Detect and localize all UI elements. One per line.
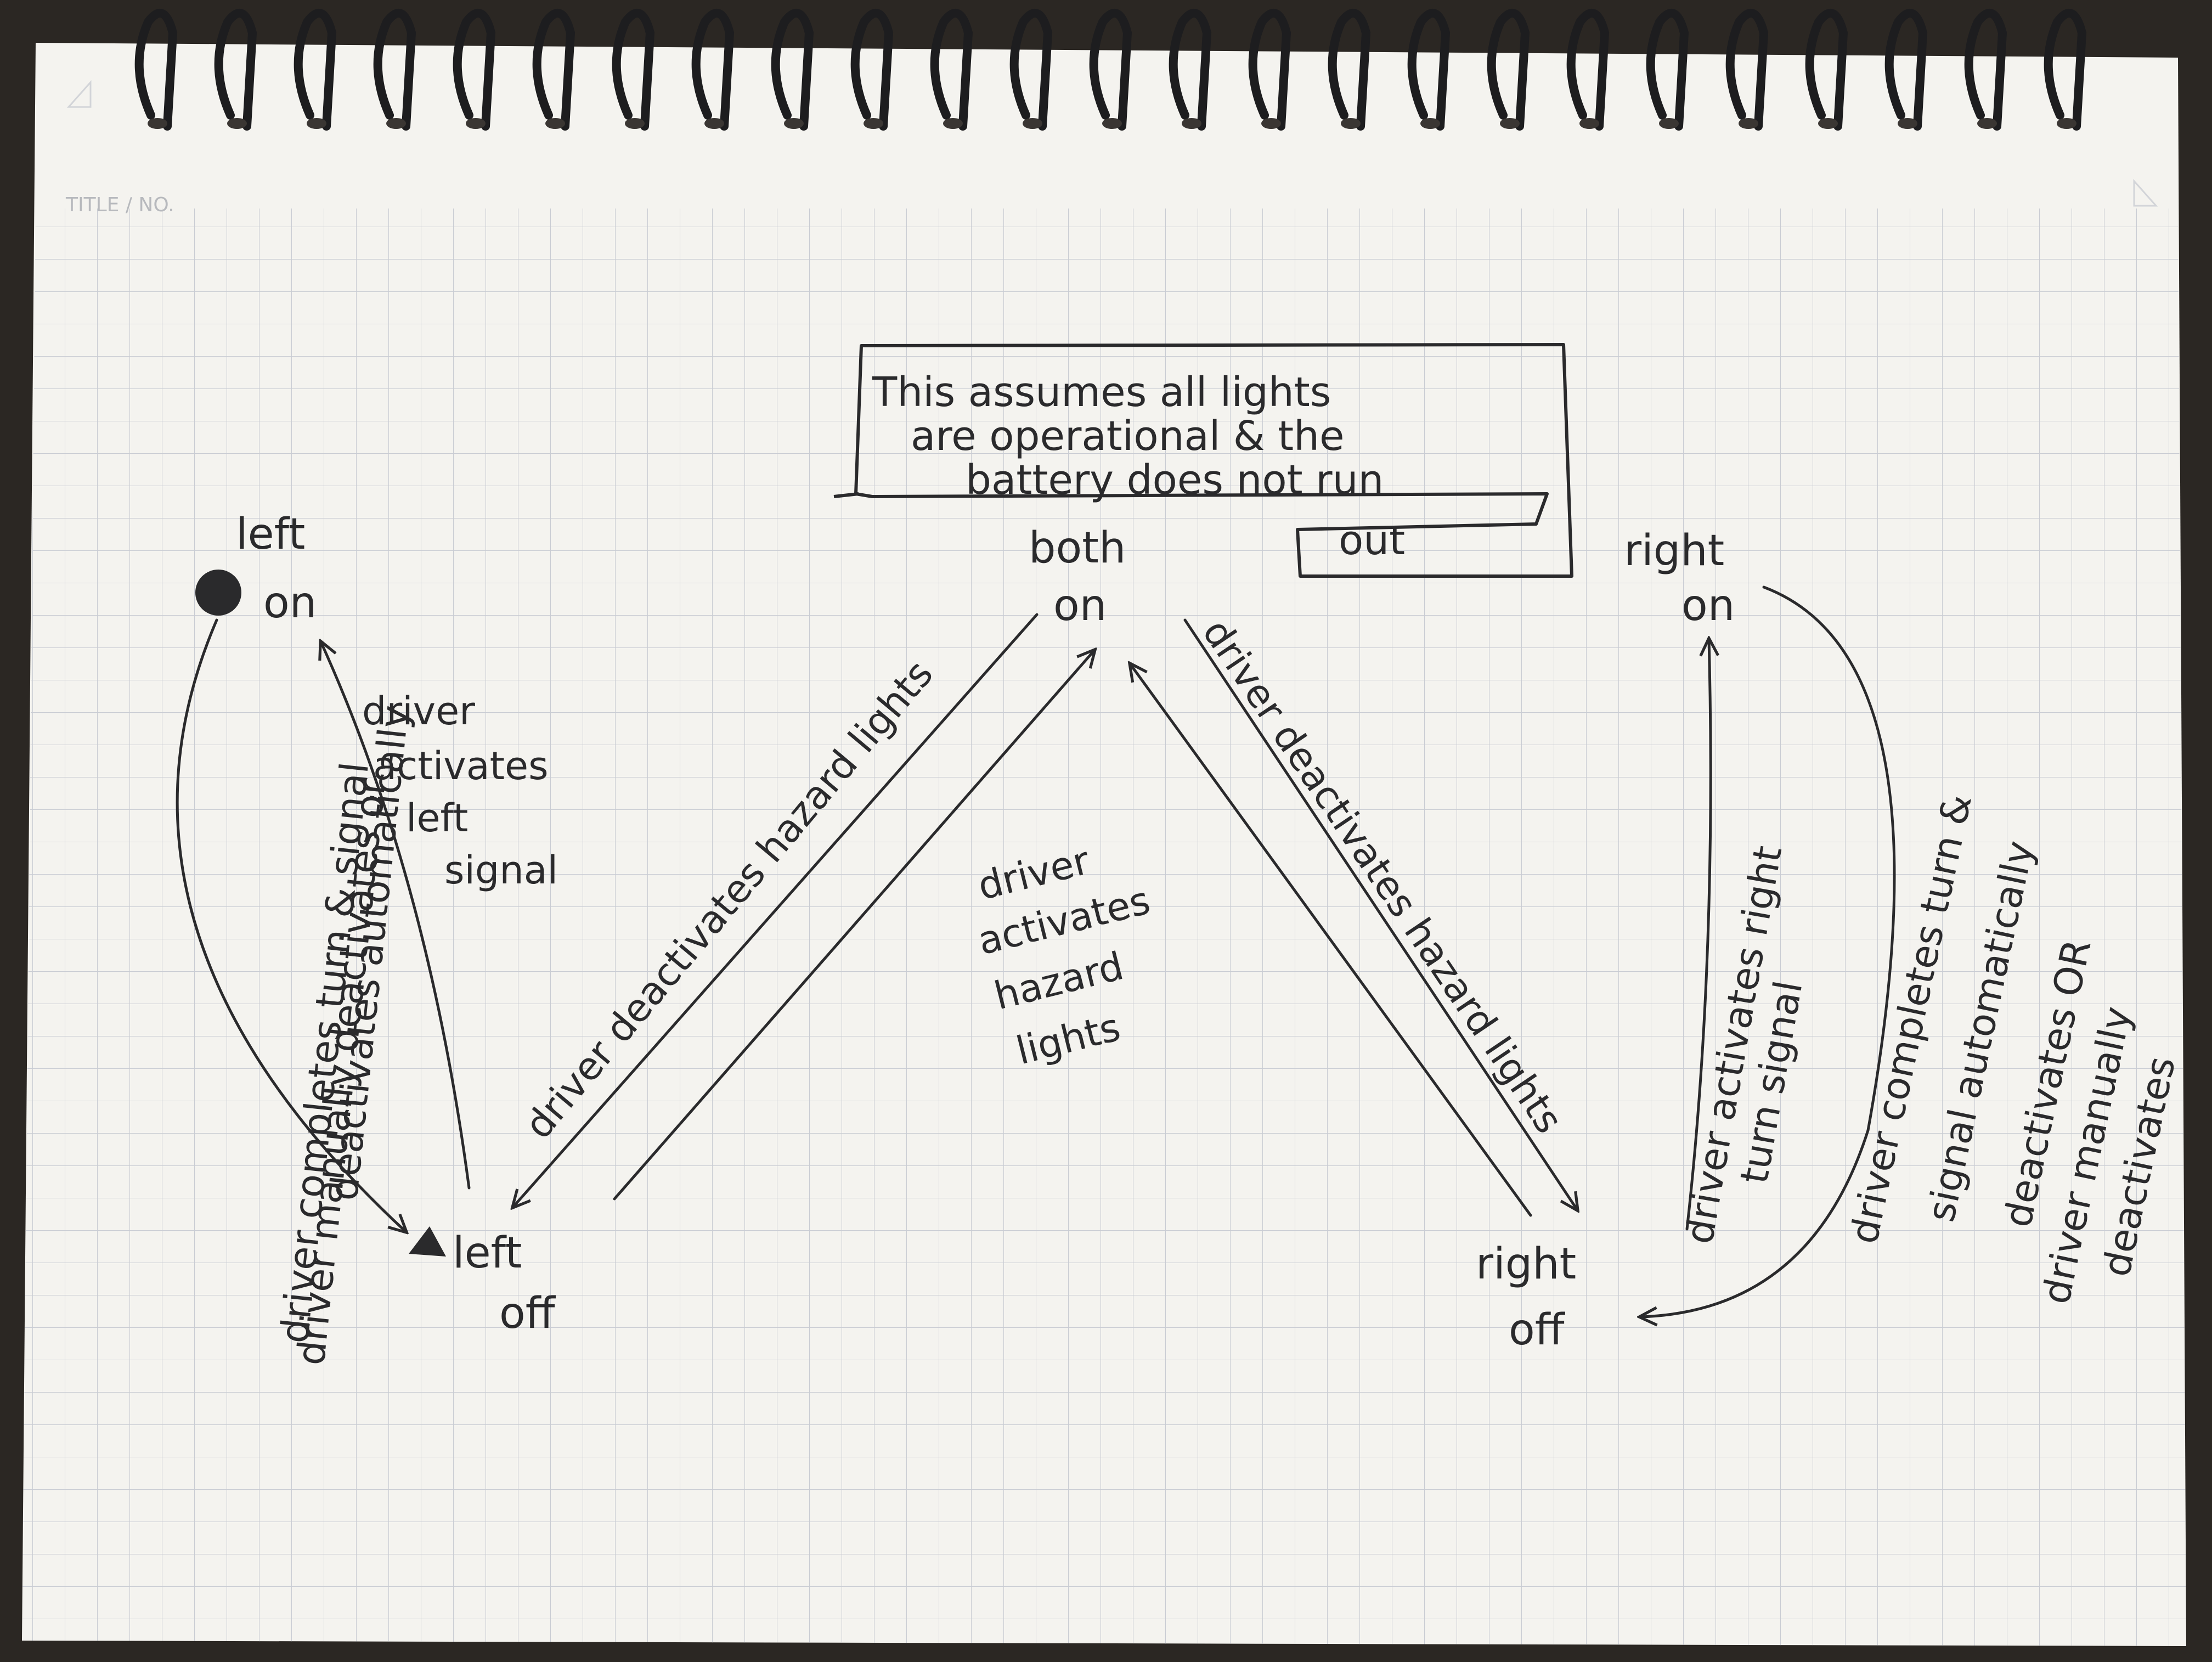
binding-hole [1739,118,1758,129]
binding-hole [386,118,406,129]
state-left-on: left on [195,510,317,628]
state-both-on-line2: on [1053,581,1107,630]
binding-ring [930,9,973,131]
state-right-on: right on [1624,526,1735,630]
label-left-activate-line2: activates [373,743,549,788]
binding-ring [294,9,337,131]
binding-hole [1261,118,1281,129]
binding-ring [1009,9,1053,131]
note-line-3: battery does not run [966,457,1384,504]
binding-ring [134,9,178,131]
arrow-left-on-to-left-off [176,618,406,1232]
binding-hole [1102,118,1122,129]
state-right-off-line1: right [1476,1240,1576,1289]
binding-hole [1023,118,1042,129]
state-left-on-line2: on [263,578,317,628]
binding-ring [373,9,416,131]
binding-ring [1248,9,1291,131]
binding-hole [704,118,724,129]
binding-ring [612,9,655,131]
binding-hole [1420,118,1440,129]
state-both-on: both on [1029,523,1126,630]
arrow-right-off-to-right-on [1685,639,1711,1231]
arrow-right-on-to-right-off [1640,585,1896,1317]
arrow-both-on-to-right-off [1183,618,1577,1210]
binding-ring [532,9,575,131]
label-left-activate-line3: left [406,796,468,841]
binding-ring [1964,9,2007,131]
binding-ring [1487,9,1530,131]
binding-ring [453,9,496,131]
note-box-tail [833,492,859,498]
binding-hole [148,118,167,129]
assumption-note: This assumes all lights are operational … [833,343,1573,578]
binding-hole [864,118,883,129]
label-left-activate: driver activates left signal [362,689,558,893]
corner-mark-right [2133,179,2158,207]
binding-ring [1725,9,1769,131]
arrow-both-on-to-left-off [513,613,1039,1207]
state-left-on-line1: left [236,510,305,559]
binding-ring [1089,9,1132,131]
binding-hole [2057,118,2076,129]
note-line-1: This assumes all lights [872,369,1331,416]
spiral-binding [134,9,2087,131]
binding-ring [2044,9,2087,131]
binding-ring [1646,9,1689,131]
binding-hole [1659,118,1679,129]
binding-ring [691,9,735,131]
binding-hole [227,118,247,129]
binding-hole [943,118,963,129]
grid-area [22,209,2186,1646]
state-right-off: right off [1476,1240,1576,1355]
binding-ring [1566,9,1610,131]
binding-hole [784,118,804,129]
binding-hole [307,118,326,129]
state-left-off-line2: off [499,1289,556,1338]
note-line-2: are operational & the [911,413,1345,460]
binding-ring [850,9,894,131]
binding-hole [1898,118,1917,129]
arrow-left-off-to-left-on [321,642,471,1190]
binding-ring [1169,9,1212,131]
binding-hole [1818,118,1838,129]
corner-mark-left [66,80,92,108]
start-state-marker [195,570,241,616]
binding-hole [1500,118,1520,129]
end-state-marker [409,1226,446,1257]
binding-hole [1341,118,1361,129]
binding-hole [1182,118,1201,129]
state-left-off-line1: left [453,1229,522,1278]
binding-ring [771,9,814,131]
binding-ring [1884,9,1928,131]
state-left-off: left off [409,1226,556,1338]
state-right-on-line1: right [1624,526,1724,576]
binding-ring [1328,9,1371,131]
note-box [854,343,1573,578]
label-left-activate-line1: driver [362,689,475,734]
state-right-on-line2: on [1681,581,1735,630]
binding-hole [545,118,565,129]
binding-hole [1579,118,1599,129]
binding-ring [214,9,257,131]
state-both-on-line1: both [1029,523,1126,573]
arrow-left-off-to-both-on [613,650,1094,1201]
label-left-activate-line4: signal [444,848,558,893]
state-right-off-line2: off [1509,1305,1566,1355]
binding-ring [1407,9,1451,131]
note-line-4: out [1339,517,1405,564]
binding-hole [625,118,645,129]
binding-ring [1805,9,1848,131]
header-label: TITLE / NO. [65,194,174,216]
arrow-right-off-to-both-on [1130,664,1532,1217]
binding-hole [466,118,486,129]
binding-hole [1977,118,1997,129]
